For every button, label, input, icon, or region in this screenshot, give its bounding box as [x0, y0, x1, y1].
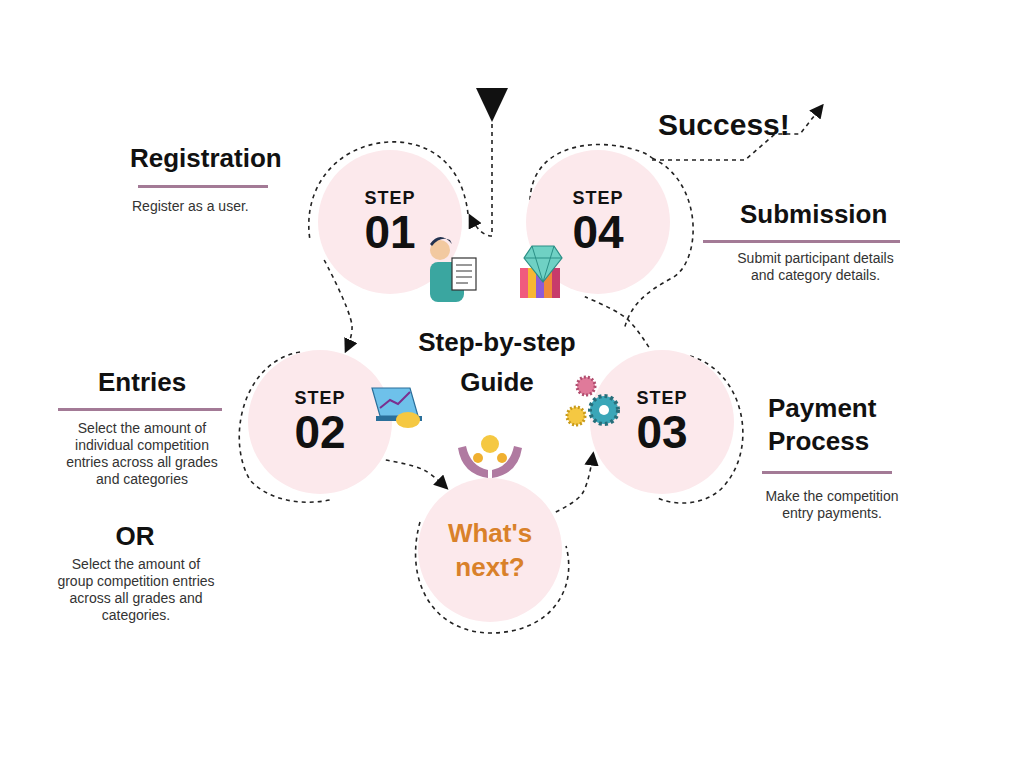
step-description: Submit participant details and category … [728, 250, 903, 284]
start-triangle [476, 88, 508, 122]
circle-fill [590, 350, 734, 494]
flow-connector [585, 297, 649, 347]
circle-fill [248, 350, 392, 494]
hands-bulb-icon [458, 435, 522, 478]
or-separator: OR [100, 520, 170, 553]
step-description: Make the competition entry payments. [752, 488, 912, 522]
step-heading: Entries [98, 366, 228, 399]
step-description: Select the amount of group competition e… [52, 556, 220, 624]
heading-underline [703, 240, 900, 243]
person-icon [430, 237, 476, 302]
diagram-title: Step-by-step Guide [402, 322, 592, 402]
success-text: Success! [658, 106, 808, 144]
step-number: 02 [294, 408, 345, 456]
step-description: Register as a user. [132, 198, 312, 215]
laptop-icon [372, 388, 422, 428]
step-word: STEP [636, 388, 687, 408]
step-circle: STEP02 [248, 350, 392, 494]
circle-shape [418, 478, 562, 622]
next-circle: What's next? [418, 478, 562, 622]
flow-connector [556, 454, 593, 512]
step-heading: Payment Process [768, 392, 898, 457]
step-number: 04 [572, 208, 623, 256]
next-text: What's next? [435, 516, 545, 584]
step-word: STEP [572, 188, 623, 208]
heading-underline [58, 408, 222, 411]
flow-connector [386, 460, 447, 488]
step-heading: Submission [740, 198, 900, 231]
step-number: 03 [636, 408, 687, 456]
heading-underline [138, 185, 268, 188]
step-word: STEP [294, 388, 345, 408]
diamond-icon [520, 246, 562, 298]
step-heading: Registration [130, 142, 310, 175]
circle-fill [418, 478, 562, 622]
success-line [652, 106, 822, 160]
gears-icon [567, 377, 618, 425]
heading-underline [762, 471, 892, 474]
step-word: STEP [364, 188, 415, 208]
start-line [470, 124, 492, 236]
step-description: Select the amount of individual competit… [56, 420, 228, 488]
step-number: 01 [364, 208, 415, 256]
